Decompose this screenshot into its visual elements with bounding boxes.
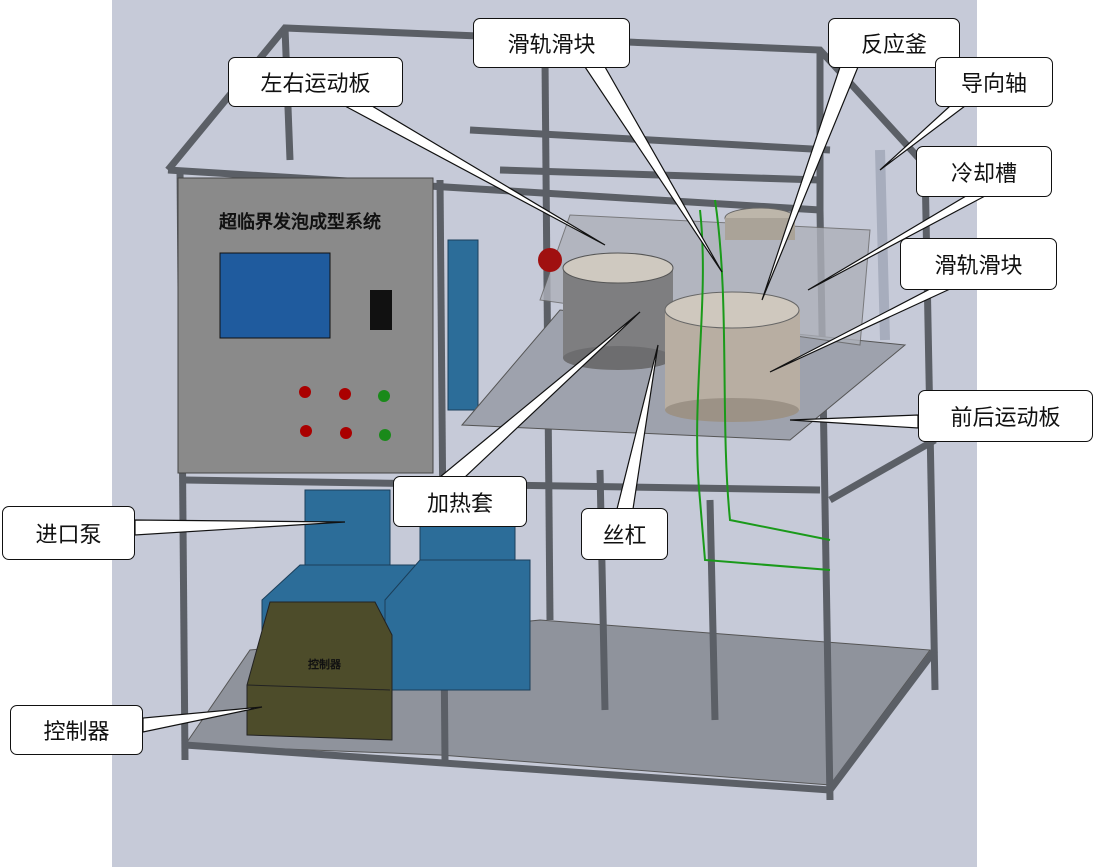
panel-title: 超临界发泡成型系统 [219, 211, 381, 233]
callout-guide-shaft: 导向轴 [935, 57, 1053, 107]
callout-rail-slider-right: 滑轨滑块 [900, 238, 1057, 290]
heating-jacket [562, 252, 674, 370]
cooling-pipes [696, 199, 831, 571]
callout-controller: 控制器 [10, 705, 143, 755]
callout-pointers [134, 66, 986, 733]
controller-box: 控制器 [246, 601, 393, 741]
display-screen [219, 252, 331, 339]
callout-lead-screw: 丝杠 [581, 508, 668, 560]
callout-inlet-pump: 进口泵 [2, 506, 135, 560]
callout-heating-jacket: 加热套 [393, 476, 527, 527]
switch [370, 290, 392, 330]
callout-cooling-tank: 冷却槽 [916, 146, 1052, 197]
callout-rail-slider-top: 滑轨滑块 [473, 18, 630, 68]
reactor [664, 207, 800, 422]
callout-left-right-plate: 左右运动板 [228, 57, 403, 107]
panel-buttons [299, 386, 391, 441]
controller-box-label: 控制器 [308, 657, 342, 671]
callout-front-back-plate: 前后运动板 [918, 390, 1093, 442]
indicator-lamp [538, 248, 562, 272]
